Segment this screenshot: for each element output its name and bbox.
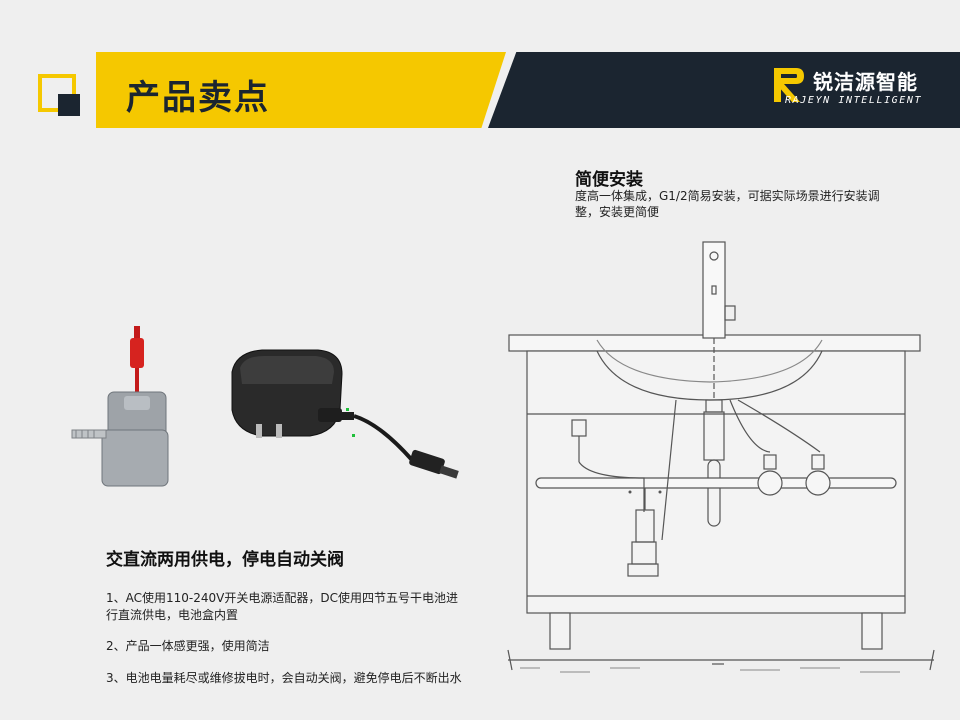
power-point-3: 3、电池电量耗尽或维修拔电时，会自动关阀，避免停电后不断出水 [106,671,462,685]
brand-banner [488,52,960,128]
dc-connector-icon [130,326,144,396]
power-adapter-icon [231,349,459,479]
install-title: 简便安装 [575,170,643,190]
brand-name: 锐洁源智能 [813,70,918,94]
power-title: 交直流两用供电，停电自动关阀 [106,550,344,570]
logo-square-fill [58,94,80,116]
title-banner [96,52,506,128]
install-description: 度高一体集成，G1/2简易安装，可据实际场景进行安装调整，安装更简便 [575,189,880,219]
logo-square-outline [38,74,76,112]
brand-name-en: RAJEYN INTELLIGENT [785,95,923,106]
solenoid-valve-icon [71,391,169,487]
page-title: 产品卖点 [126,78,270,118]
brand-logo-icon [774,68,804,102]
power-point-1: 1、AC使用110-240V开关电源适配器，DC使用四节五号干电池进行直流供电，… [106,591,458,622]
power-point-2: 2、产品一体感更强，使用简洁 [106,639,270,653]
